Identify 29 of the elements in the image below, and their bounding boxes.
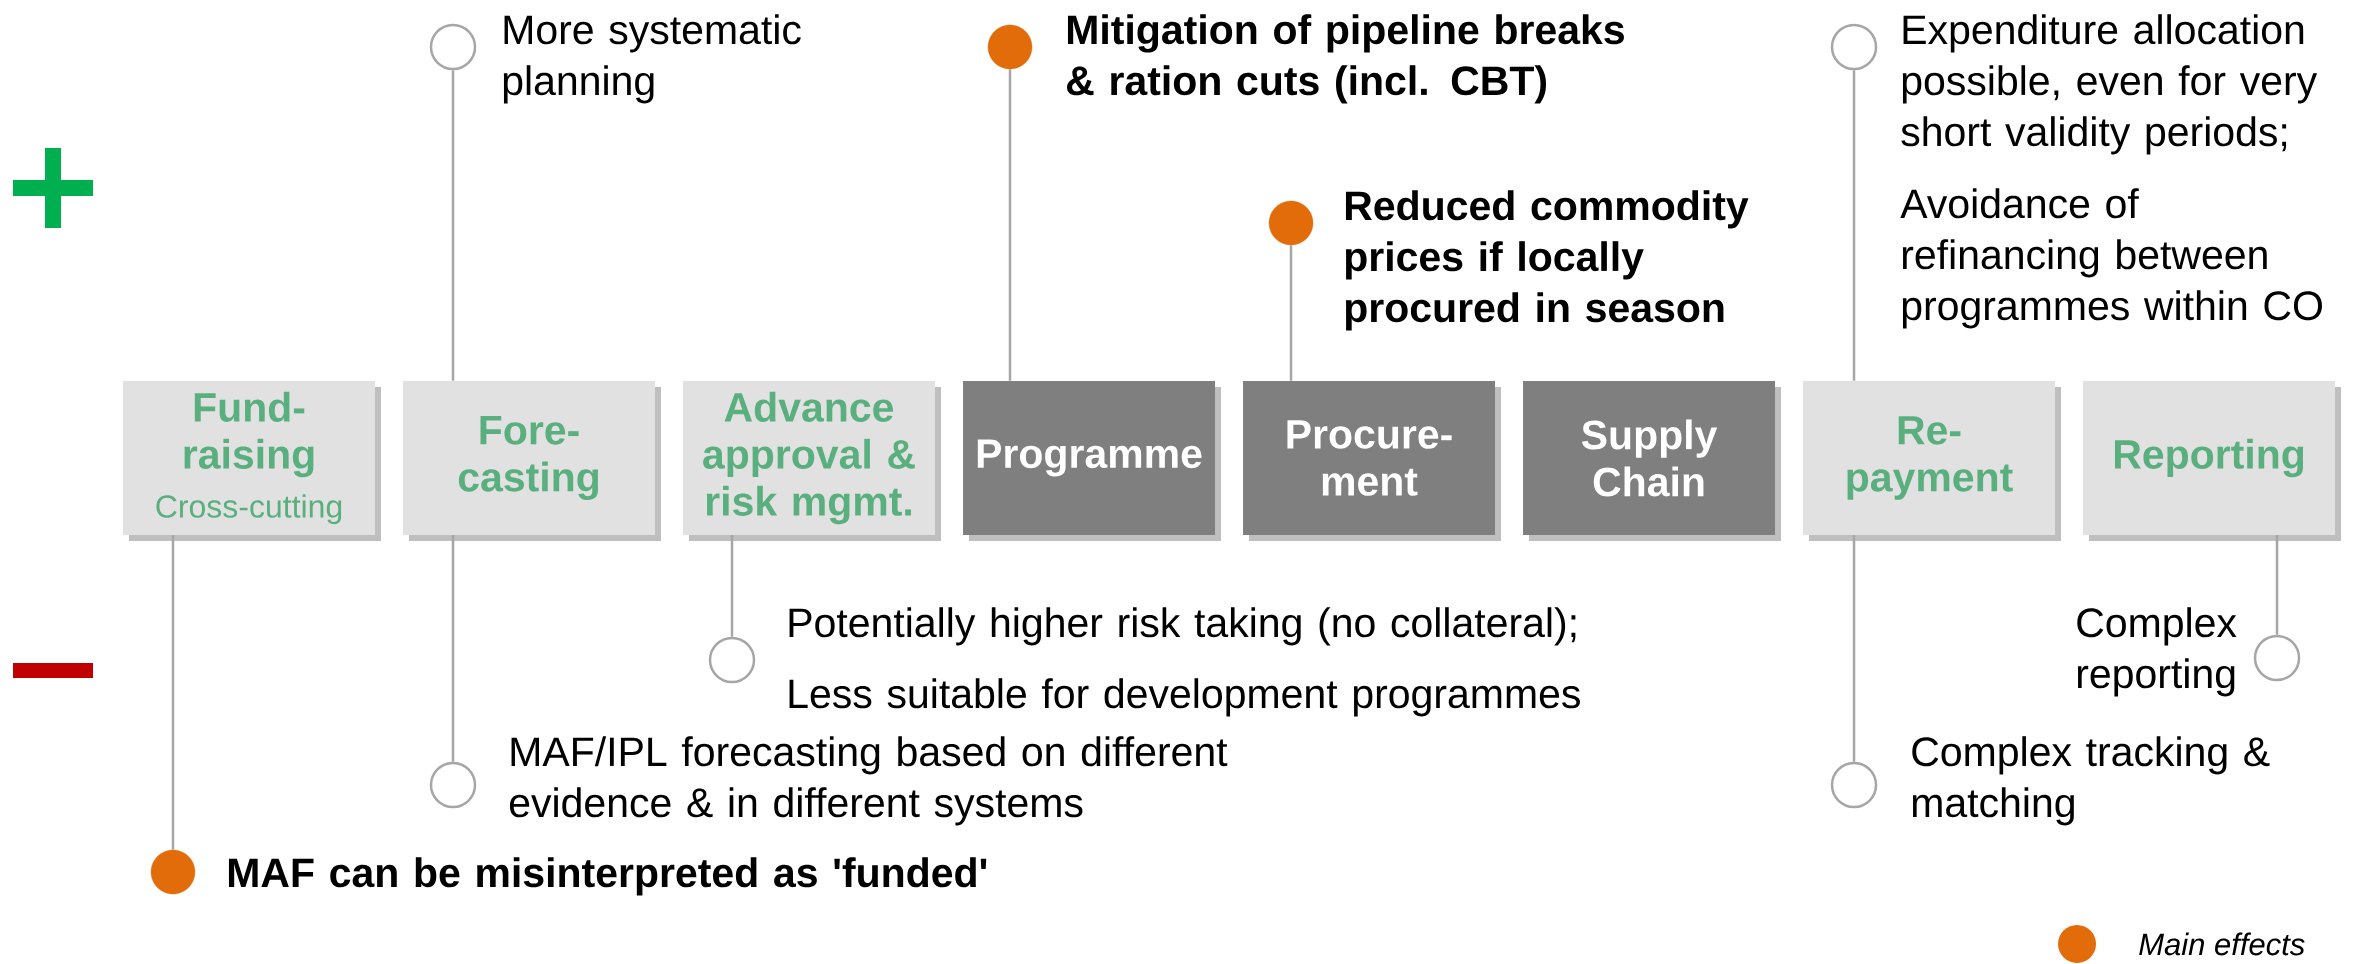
effect-text: Expenditure allocation possible, even for very short validity periods;	[1901, 14, 2318, 155]
connector-line	[451, 70, 455, 381]
effect-text: MAF can be misinterpreted as 'funded'	[228, 857, 987, 896]
connector-line	[730, 535, 734, 637]
effect-text: MAF/IPL forecasting based on different evidence & in different systems	[509, 736, 1228, 826]
process-box: Re-payment	[1803, 381, 2062, 541]
process-box: Programme	[963, 381, 1221, 541]
process-box: Advance approval & risk mgmt.	[683, 381, 941, 541]
effect-text: Mitigation of pipeline breaks & ration cuts (incl. CBT)	[1067, 14, 1624, 104]
effect-text: Less suitable for development programmes	[789, 678, 1580, 717]
connector-line	[1289, 245, 1293, 381]
legend-text: Main effects	[2139, 932, 2305, 956]
process-box: Fore-casting	[403, 381, 661, 541]
connector-line	[1852, 70, 1856, 381]
effect-text: Avoidance of refinancing between programmes within CO	[1900, 188, 2322, 329]
connector-line	[2275, 535, 2279, 635]
process-box: Procure-ment	[1243, 381, 1501, 541]
process-box: Reporting	[2083, 381, 2342, 541]
connector-line	[1852, 535, 1856, 762]
effect-text: Complex reporting	[2077, 607, 2237, 697]
effect-text: Reduced commodity prices if locally procured in season	[1345, 190, 1749, 331]
effect-text: Potentially higher risk taking (no collateral);	[789, 607, 1576, 646]
effect-text: Complex tracking & matching	[1912, 736, 2270, 826]
connector-line	[171, 535, 175, 850]
connector-line	[1008, 69, 1012, 381]
connector-line	[451, 535, 455, 762]
effect-text: More systematic planning	[503, 14, 801, 104]
process-box: Fund-raising Cross-cutting	[123, 381, 381, 541]
process-box: Supply Chain	[1523, 381, 1781, 541]
